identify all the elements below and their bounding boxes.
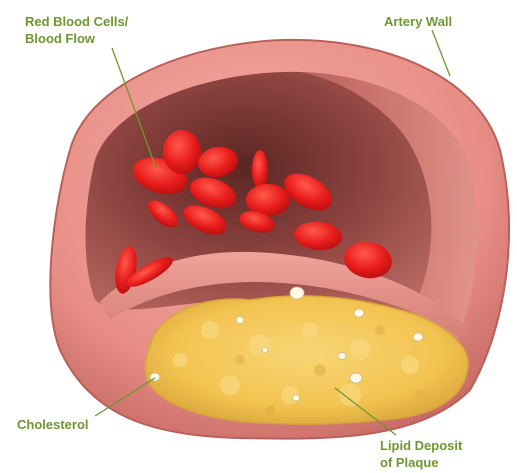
label-red-blood-cells: Red Blood Cells/ Blood Flow bbox=[25, 13, 128, 47]
label-cholesterol: Cholesterol bbox=[17, 416, 89, 433]
label-lipid-deposit-line2: of Plaque bbox=[380, 454, 462, 471]
leader-artery-wall bbox=[432, 30, 450, 76]
label-red-blood-cells-line2: Blood Flow bbox=[25, 30, 128, 47]
label-red-blood-cells-line1: Red Blood Cells/ bbox=[25, 13, 128, 30]
label-lipid-deposit: Lipid Deposit of Plaque bbox=[380, 437, 462, 471]
label-artery-wall: Artery Wall bbox=[384, 13, 452, 30]
label-lipid-deposit-line1: Lipid Deposit bbox=[380, 437, 462, 454]
